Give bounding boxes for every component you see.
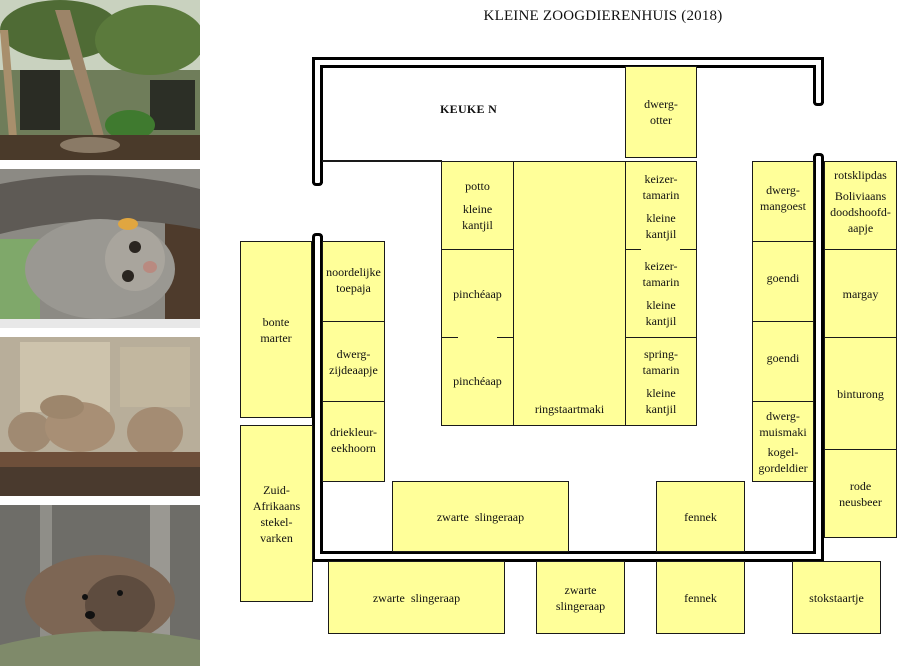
enclosure-springtamarin[interactable]: spring- tamarin kleine kantjil xyxy=(625,337,697,426)
enclosure-binturong[interactable]: binturong xyxy=(824,337,897,450)
enclosure-toepaja[interactable]: noordelijke toepaja xyxy=(322,241,385,322)
enclosure-zijdeaapje[interactable]: dwerg- zijdeaapje xyxy=(322,321,385,402)
enclosure-dwergotter[interactable]: dwerg- otter xyxy=(625,66,697,158)
hyrax-photo xyxy=(0,505,200,666)
enclosure-keizertamarin-2[interactable]: keizer- tamarin kleine kantjil xyxy=(625,249,697,338)
wall-right-lower-inner xyxy=(813,156,816,554)
enclosure-dwergmangoest[interactable]: dwerg- mangoest xyxy=(752,161,814,242)
wall-right-inner xyxy=(813,65,816,103)
enclosure-stokstaartje[interactable]: stokstaartje xyxy=(792,561,881,634)
enclosure-pincheaap-2[interactable]: pinchéaap xyxy=(441,337,514,426)
enclosure-dwergmuismaki[interactable]: dwerg- muismaki kogel- gordeldier xyxy=(752,401,814,482)
wall-top-inner xyxy=(320,65,816,68)
keizer-divider-right xyxy=(680,249,697,250)
wall-left-inner xyxy=(320,65,323,183)
wall-right-outer xyxy=(821,57,824,103)
enclosure-zwarte-slingeraap-outer[interactable]: zwarte slingeraap xyxy=(328,561,505,634)
enclosure-stekelvarken[interactable]: Zuid- Afrikaans stekel- varken xyxy=(240,425,313,602)
wall-left-lower-inner xyxy=(320,236,323,554)
enclosure-goendi-2[interactable]: goendi xyxy=(752,321,814,402)
wall-bottom-inner xyxy=(320,551,816,554)
enclosure-goendi-1[interactable]: goendi xyxy=(752,241,814,322)
wall-top-inner-fill xyxy=(315,60,821,65)
enclosure-margay[interactable]: margay xyxy=(824,249,897,338)
enclosure-zwarte-slingeraap-inner[interactable]: zwarte slingeraap xyxy=(392,481,569,552)
enclosure-rode-neusbeer[interactable]: rode neusbeer xyxy=(824,449,897,538)
pinche-divider-left xyxy=(441,337,458,338)
enclosure-rotsklipdas[interactable]: rotsklipdas Boliviaans doodshoofd- aapje xyxy=(824,161,897,250)
kitchen-wall xyxy=(322,160,442,162)
pinche-divider-right xyxy=(497,337,514,338)
kitchen-label: KEUKE N xyxy=(440,102,498,116)
enclosure-fennek-inner[interactable]: fennek xyxy=(656,481,745,552)
enclosure-zwarte-slingeraap-small[interactable]: zwarte slingeraap xyxy=(536,561,625,634)
enclosure-keizertamarin-1[interactable]: keizer- tamarin kleine kantjil xyxy=(625,161,697,250)
jungle-photo xyxy=(0,0,200,160)
enclosure-fennek-outer[interactable]: fennek xyxy=(656,561,745,634)
keizer-divider-left xyxy=(625,249,641,250)
enclosure-potto[interactable]: potto kleine kantjil xyxy=(441,161,514,250)
rock-hyrax-photo xyxy=(0,337,200,496)
potto-photo xyxy=(0,169,200,328)
wall-top-outer xyxy=(312,57,824,60)
wall-bottom xyxy=(312,551,824,562)
enclosure-pincheaap-1[interactable]: pinchéaap xyxy=(441,249,514,338)
enclosure-eekhoorn[interactable]: driekleur- eekhoorn xyxy=(322,401,385,482)
enclosure-bonte-marter[interactable]: bonte marter xyxy=(240,241,312,418)
enclosure-ringstaartmaki[interactable]: ringstaartmaki xyxy=(513,161,626,426)
wall-left-outer xyxy=(312,57,315,183)
map-title: KLEINE ZOOGDIERENHUIS (2018) xyxy=(483,8,723,24)
